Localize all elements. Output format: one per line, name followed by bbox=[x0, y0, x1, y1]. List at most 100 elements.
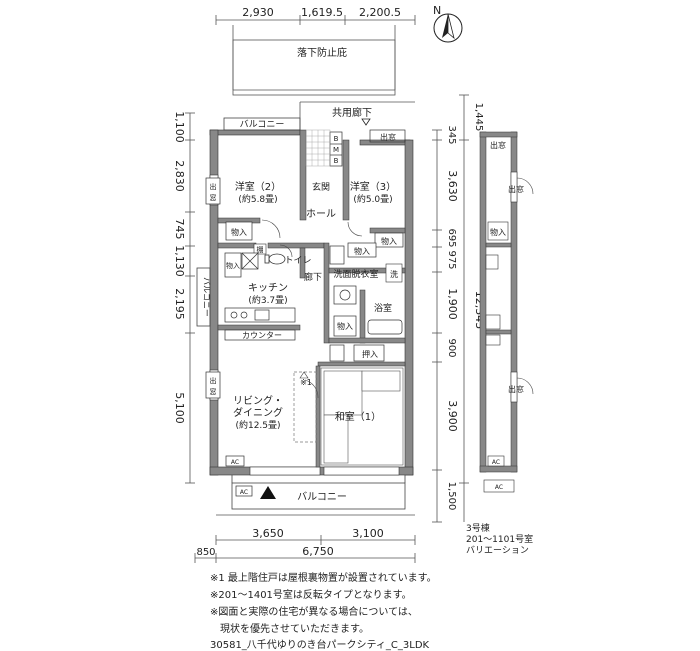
dim-left-3: 745 bbox=[173, 219, 186, 240]
variation-building: 3号棟 bbox=[466, 524, 490, 534]
right-dimension-lines bbox=[432, 94, 469, 523]
dim-right-1: 345 bbox=[446, 125, 457, 144]
fall-guard-label: 落下防止庇 bbox=[297, 46, 347, 59]
dim-right-4: 975 bbox=[446, 250, 457, 269]
storage-label-3: 物入 bbox=[354, 246, 370, 256]
dim-right-outer-1: 1,445 bbox=[473, 103, 484, 132]
note-line-3: ※図面と実際の住宅が異なる場合については、 bbox=[210, 607, 418, 618]
bay-window-top-label: 出窓 bbox=[380, 132, 396, 142]
dim-top-2: 1,619.5 bbox=[301, 6, 343, 19]
bay-window-left-label-1b: 窓 bbox=[210, 193, 217, 202]
storage-label-1: 物入 bbox=[231, 227, 247, 237]
bay-window-left-label-2b: 窓 bbox=[210, 387, 217, 396]
genkan-label: 玄関 bbox=[312, 181, 330, 193]
attic-note-box bbox=[293, 371, 317, 443]
storage-label-4: 物入 bbox=[337, 321, 353, 331]
entrance-triangle-icon bbox=[260, 486, 276, 499]
attic-note-mark: ※1 bbox=[300, 378, 312, 387]
western3-size: (約5.0畳) bbox=[353, 193, 392, 205]
compass-label: N bbox=[433, 4, 441, 17]
meter-label-b2: B bbox=[334, 157, 339, 165]
bottom-dimension-lines bbox=[194, 514, 416, 563]
variation-walls bbox=[479, 131, 518, 473]
balcony-side-label: バルコニー bbox=[202, 277, 211, 317]
bathtub bbox=[367, 319, 403, 335]
genkan-tiles bbox=[305, 129, 331, 167]
door-swings bbox=[261, 219, 363, 399]
variation-window-label-top: 出窓 bbox=[490, 140, 506, 150]
living-name-2: ダイニング bbox=[233, 406, 283, 419]
notes-block: ※1 最上階住戸は屋根裏物置が設置されています。 ※201～1401号室は反転タ… bbox=[210, 570, 437, 638]
bay-window-top bbox=[369, 129, 406, 143]
compass-icon bbox=[433, 13, 463, 43]
meter-label-m: M bbox=[333, 146, 339, 154]
entry-arrow-icon bbox=[361, 118, 371, 126]
kitchen-fixtures bbox=[224, 252, 296, 341]
note-line-2: ※201～1401号室は反転タイプとなります。 bbox=[210, 590, 412, 601]
dim-right-5: 1,900 bbox=[446, 288, 459, 320]
dim-bottom-total-2: 6,750 bbox=[302, 545, 334, 558]
sink-icon bbox=[333, 285, 357, 305]
dim-right-3: 695 bbox=[446, 228, 457, 247]
corridor-inner-label: 廊下 bbox=[304, 271, 322, 283]
storage-label-2: 物入 bbox=[381, 236, 397, 246]
storage-boxes bbox=[225, 221, 404, 362]
dim-right-6: 900 bbox=[446, 338, 457, 357]
dim-bottom-total-1: 850 bbox=[196, 547, 215, 558]
bath-label: 浴室 bbox=[374, 302, 392, 314]
variation-window-label-1: 出窓 bbox=[508, 184, 524, 194]
washer-box bbox=[385, 263, 403, 283]
ac-label-living: AC bbox=[231, 459, 239, 466]
living-name-1: リビング・ bbox=[233, 394, 283, 407]
kitchen-name: キッチン bbox=[248, 282, 288, 294]
dim-left-5: 2,195 bbox=[173, 288, 186, 320]
ac-unit-living bbox=[225, 455, 245, 467]
shelf-box bbox=[253, 243, 267, 255]
dim-left-4: 1,130 bbox=[173, 245, 186, 277]
variation-caption: バリエーション bbox=[466, 546, 529, 556]
hall-label: ホール bbox=[306, 208, 336, 220]
balcony-bottom-label: バルコニー bbox=[297, 491, 347, 503]
kitchen-size: (約3.7畳) bbox=[248, 294, 287, 306]
balcony-side bbox=[196, 267, 211, 327]
dim-left-1: 1,100 bbox=[173, 111, 186, 143]
western3-name: 洋室（3） bbox=[350, 180, 396, 193]
dim-bottom-2: 3,100 bbox=[352, 527, 384, 540]
wash-label: 洗 bbox=[390, 269, 398, 279]
bay-window-left-label-2a: 出 bbox=[210, 376, 217, 385]
dim-bottom-1: 3,650 bbox=[252, 527, 284, 540]
dim-right-7: 3,900 bbox=[446, 400, 459, 432]
variation-window-label-2: 出窓 bbox=[508, 384, 524, 394]
western2-size: (約5.8畳) bbox=[238, 193, 277, 205]
variation-ac-label-2: AC bbox=[495, 484, 503, 491]
variation-door-swings bbox=[516, 177, 534, 395]
counter-label: カウンター bbox=[242, 331, 282, 340]
kitchen-storage-label: 物入 bbox=[226, 261, 240, 270]
toilet-icon bbox=[264, 253, 286, 265]
variation-ac-label-1: AC bbox=[492, 459, 500, 466]
attic-hatch-icon bbox=[299, 371, 309, 379]
interior-walls bbox=[217, 129, 406, 468]
ac-label-bottom: AC bbox=[240, 489, 248, 496]
bay-window-left bbox=[205, 177, 221, 399]
dim-right-8: 1,500 bbox=[446, 482, 457, 511]
dim-left-2: 2,830 bbox=[173, 160, 186, 192]
left-dimension-lines bbox=[185, 112, 195, 484]
dim-top-1: 2,930 bbox=[242, 6, 274, 19]
washitsu-label: 和室（1） bbox=[335, 410, 381, 423]
dim-right-2: 3,630 bbox=[446, 170, 459, 202]
bay-window-left-label-1a: 出 bbox=[210, 182, 217, 191]
shelf-label: 棚 bbox=[257, 245, 264, 254]
corridor-label: 共用廊下 bbox=[332, 106, 372, 119]
western2-name: 洋室（2） bbox=[235, 180, 281, 193]
ac-unit-bottom bbox=[235, 485, 253, 497]
variation-rooms: 201～1101号室 bbox=[466, 535, 534, 545]
footer-label: 30581_八千代ゆりのき台パークシティ_C_3LDK bbox=[210, 640, 430, 651]
variation-openings bbox=[483, 171, 518, 493]
dim-top-3: 2,200.5 bbox=[359, 6, 401, 19]
balcony-top bbox=[223, 117, 301, 131]
variation-storage-label: 物入 bbox=[490, 227, 506, 237]
dim-left-6: 5,100 bbox=[173, 392, 186, 424]
balcony-top-label: バルコニー bbox=[240, 119, 285, 130]
